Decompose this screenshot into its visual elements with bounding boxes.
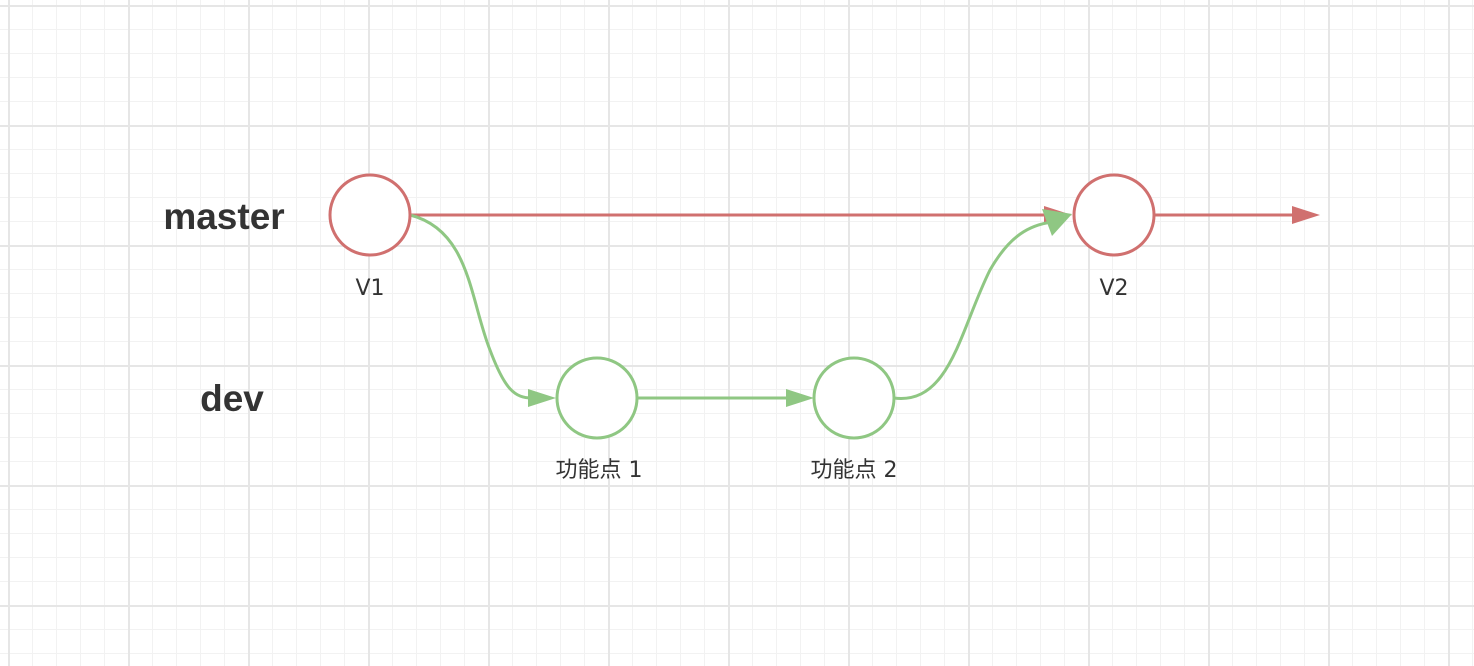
dev-edge-feature2-v2 [893,220,1053,400]
node-label-v2: V2 [1099,276,1128,301]
commit-node-feature1 [555,356,639,440]
branch-label-dev: dev [200,378,264,419]
dev-edge-v1-feature1 [409,213,533,400]
node-label-feature1: 功能点 1 [556,458,643,483]
node-label-feature2: 功能点 2 [811,458,898,483]
node-label-v1: V1 [355,276,384,301]
dev-arrowhead-v2 [1042,209,1072,236]
branch-label-master: master [163,196,284,237]
commit-node-v1 [328,173,412,257]
commit-node-feature2 [812,356,896,440]
commit-node-v2 [1072,173,1156,257]
dev-arrowhead-feature1 [528,389,556,407]
dev-arrowhead-feature2 [786,389,814,407]
master-arrowhead-end [1292,206,1320,224]
